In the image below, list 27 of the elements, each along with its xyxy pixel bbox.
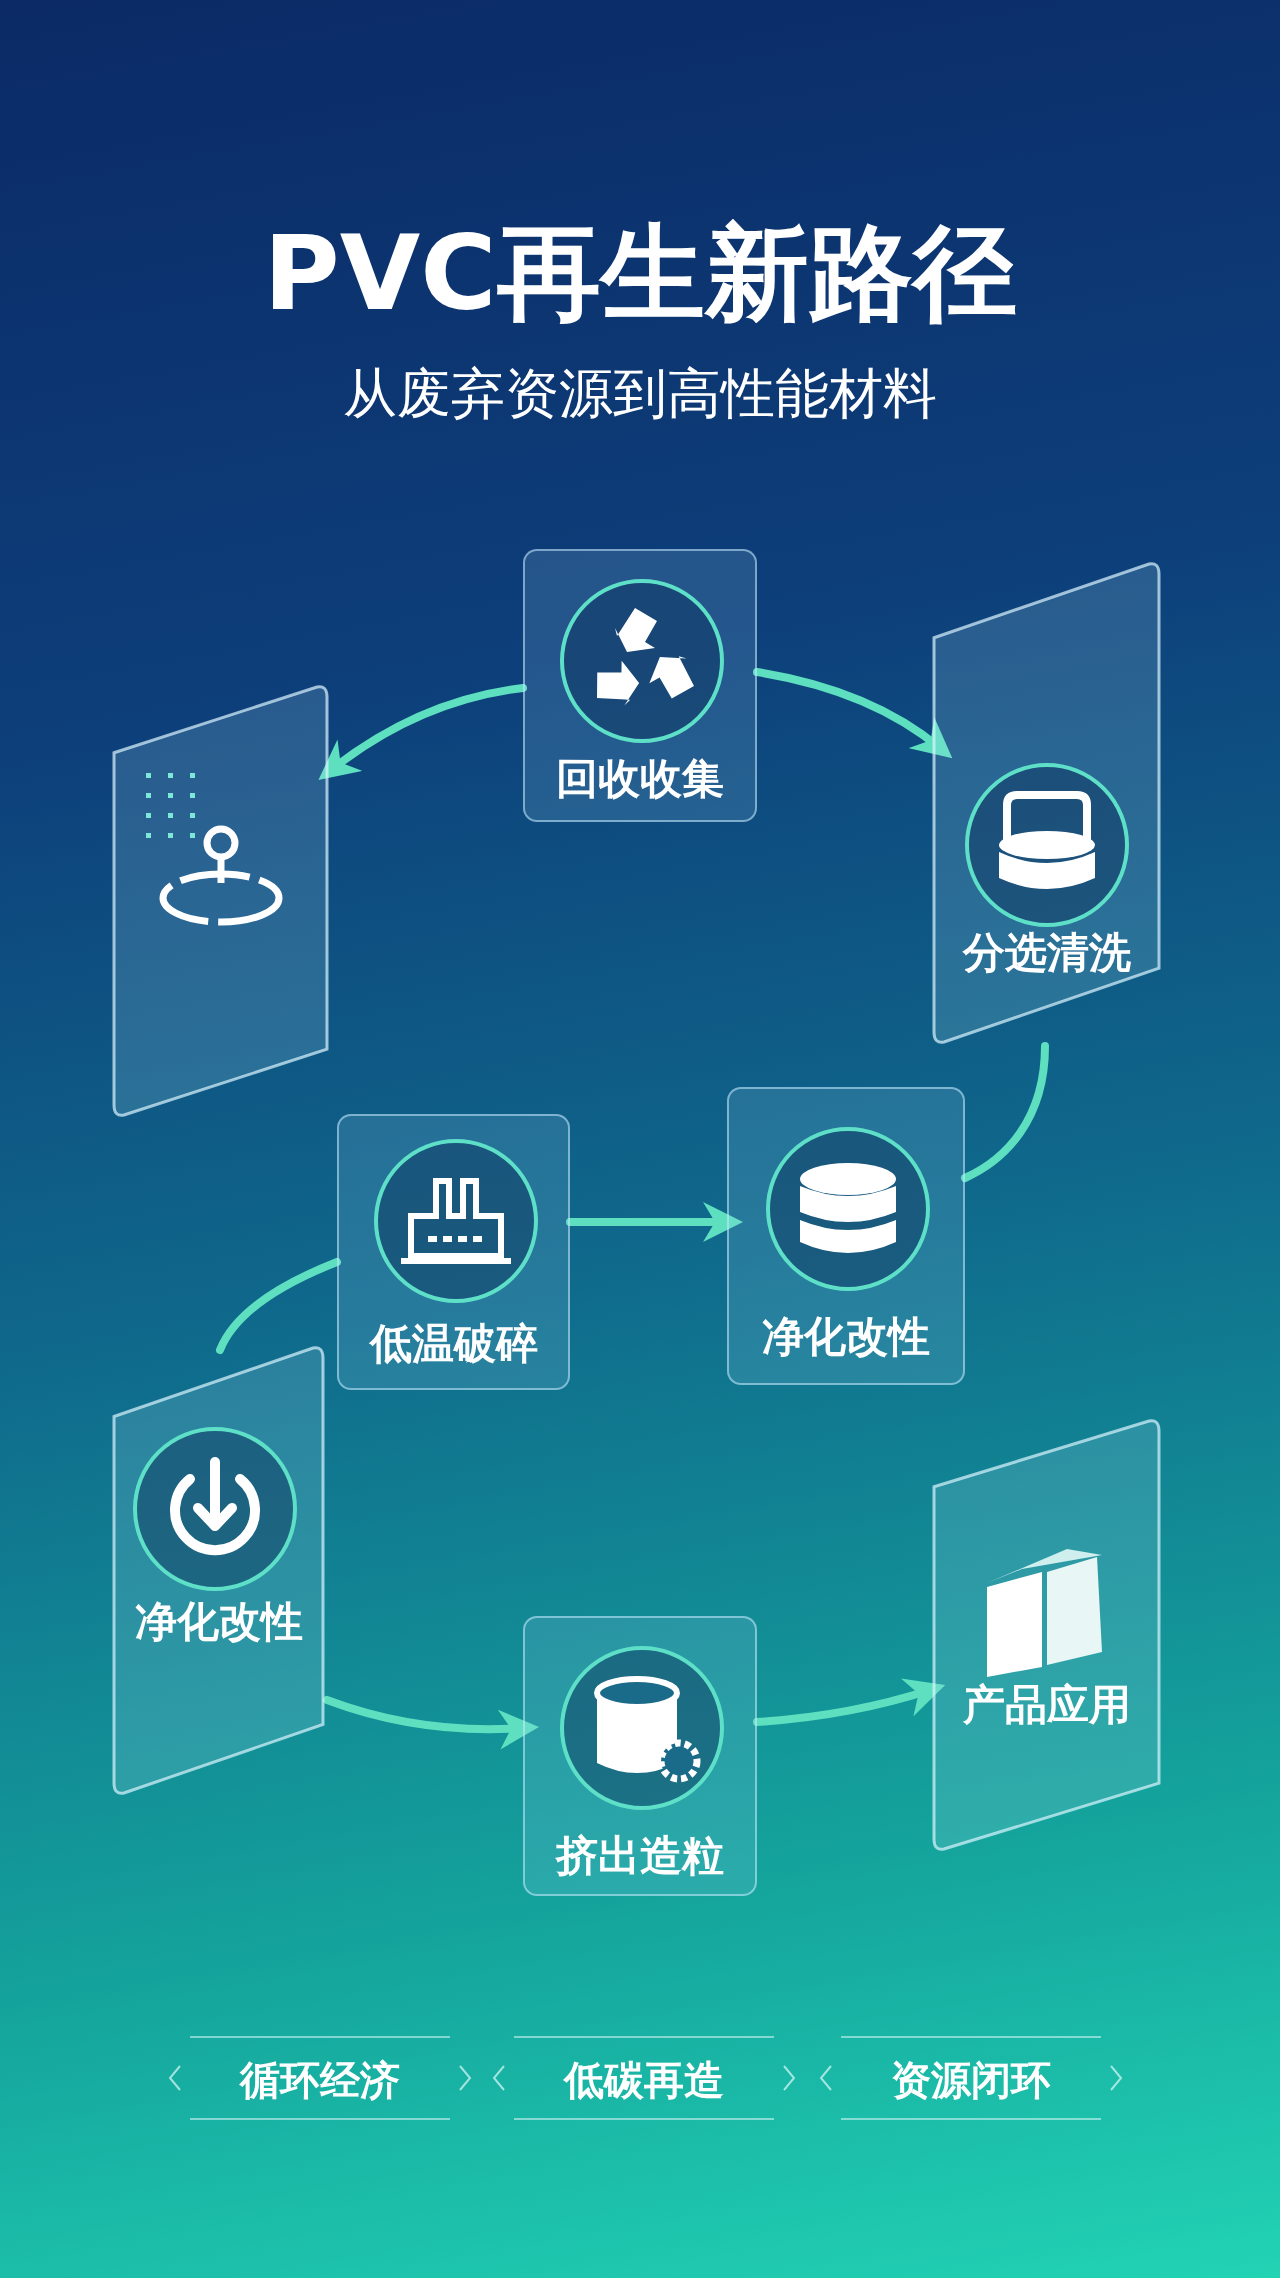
step-label: 产品应用 <box>962 1679 1131 1731</box>
connector-line <box>216 1258 341 1354</box>
subtitle: 从废弃资源到高性能材料 <box>342 361 938 427</box>
arrow <box>323 1696 539 1750</box>
glass-panel <box>930 560 1163 1046</box>
arrow <box>318 684 527 780</box>
step-label: 净化改性 <box>762 1311 930 1363</box>
glass-panel <box>930 1417 1163 1853</box>
tag-label: 低碳再造 <box>562 2056 725 2105</box>
process-card <box>337 1114 570 1390</box>
step-label: 低温破碎 <box>369 1318 538 1370</box>
step-label: 回收收集 <box>556 753 724 805</box>
arrow <box>753 1678 946 1726</box>
glass-panel <box>110 683 331 1119</box>
process-card <box>523 1616 757 1896</box>
arrow <box>753 668 953 758</box>
step-label: 挤出造粒 <box>556 1830 724 1882</box>
arrow <box>566 1202 743 1242</box>
tag-label: 资源闭环 <box>890 2056 1052 2105</box>
step-label: 分选清洗 <box>962 927 1131 979</box>
step-label: 净化改性 <box>134 1596 303 1648</box>
title: PVC再生新路径 <box>263 212 1017 334</box>
process-card <box>727 1087 965 1385</box>
tag-label: 循环经济 <box>238 2056 401 2105</box>
connector-line <box>961 1042 1049 1182</box>
glass-panel <box>110 1344 327 1797</box>
process-card <box>523 549 757 822</box>
